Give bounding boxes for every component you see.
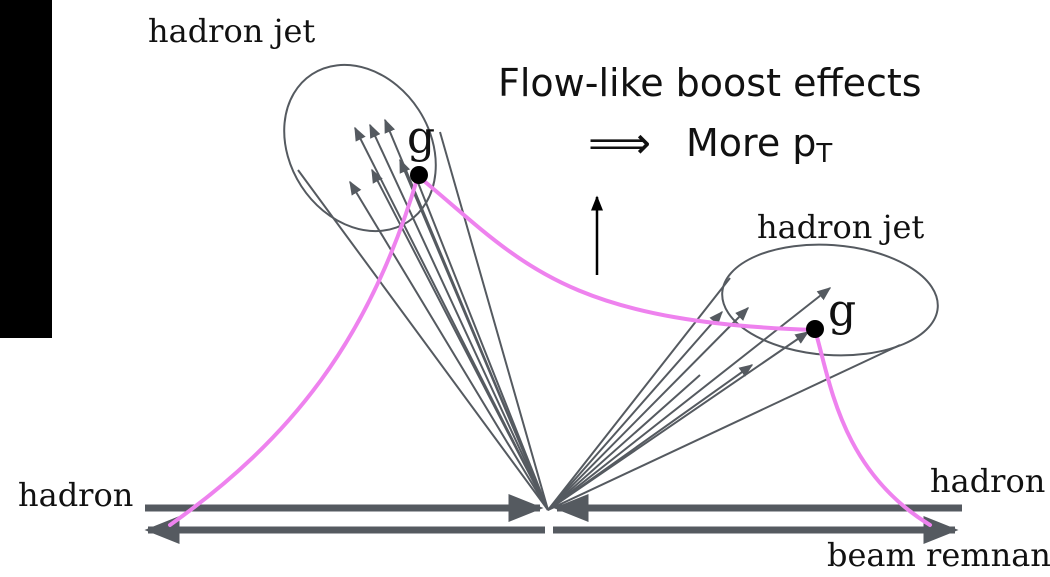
headline-line1: Flow-like boost effects: [498, 61, 922, 105]
hadron-jet-right-label: hadron jet: [757, 208, 924, 246]
beam-remnant-label: beam remnant: [827, 536, 1050, 574]
gluon-left-dot: [410, 166, 428, 184]
hadron-jet-left-label: hadron jet: [148, 12, 315, 50]
left-jet: [253, 36, 548, 510]
left-black-bar: [0, 0, 52, 338]
headline-line2-main: More p: [686, 121, 816, 165]
string-segment-right: [815, 330, 930, 525]
string-segment-left: [170, 176, 418, 525]
right-jet: [548, 238, 942, 510]
hadron-right-label: hadron: [930, 462, 1045, 500]
left-jet-particle-arrows: [350, 120, 548, 510]
string-segment-middle: [418, 176, 815, 330]
headline-line2-subscript: T: [815, 139, 832, 169]
gluon-left-label: g: [407, 112, 435, 163]
hadron-left-label: hadron: [18, 476, 133, 514]
left-jet-cone-lines: [298, 132, 548, 510]
headline-line2: More pT: [686, 121, 832, 169]
implies-arrow: ⟹: [588, 118, 651, 169]
gluon-right-dot: [806, 320, 824, 338]
beam-lines: [145, 508, 962, 530]
gluon-right-label: g: [828, 285, 856, 336]
